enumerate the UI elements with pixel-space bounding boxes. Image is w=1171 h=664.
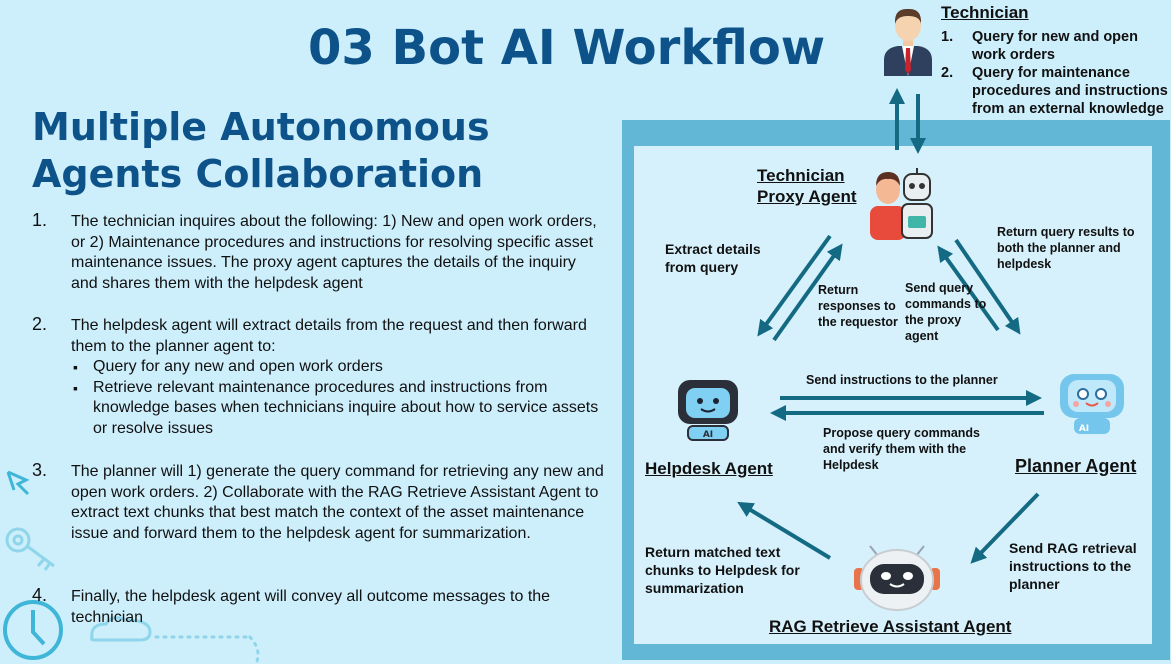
note-send-rag: Send RAG retrieval instructions to the p…	[1009, 539, 1169, 593]
svg-text:AI: AI	[1079, 424, 1089, 434]
proxy-agent-label: Technician Proxy Agent	[757, 165, 857, 207]
note-return-responses: Return responses to the requestor	[818, 282, 898, 330]
rag-robot-icon	[852, 544, 942, 616]
note-send-query-commands: Send query commands to the proxy agent	[905, 280, 995, 344]
helpdesk-robot-icon: AI	[674, 376, 742, 442]
note-send-instructions: Send instructions to the planner	[806, 372, 1046, 388]
note-propose-query: Propose query commands and verify them w…	[823, 425, 1003, 473]
helpdesk-agent-label: Helpdesk Agent	[645, 459, 773, 479]
proxy-agent-icon	[866, 166, 938, 242]
planner-agent-label: Planner Agent	[1015, 456, 1136, 477]
note-return-chunks: Return matched text chunks to Helpdesk f…	[645, 543, 820, 597]
svg-text:AI: AI	[703, 430, 713, 440]
planner-robot-icon: AI	[1056, 366, 1128, 436]
note-return-query-results: Return query results to both the planner…	[997, 224, 1147, 272]
proxy-agent-label-line-2: Proxy Agent	[757, 186, 857, 207]
proxy-agent-label-line-1: Technician	[757, 165, 857, 186]
note-extract-details: Extract details from query	[665, 240, 785, 276]
rag-agent-label: RAG Retrieve Assistant Agent	[769, 617, 1011, 637]
